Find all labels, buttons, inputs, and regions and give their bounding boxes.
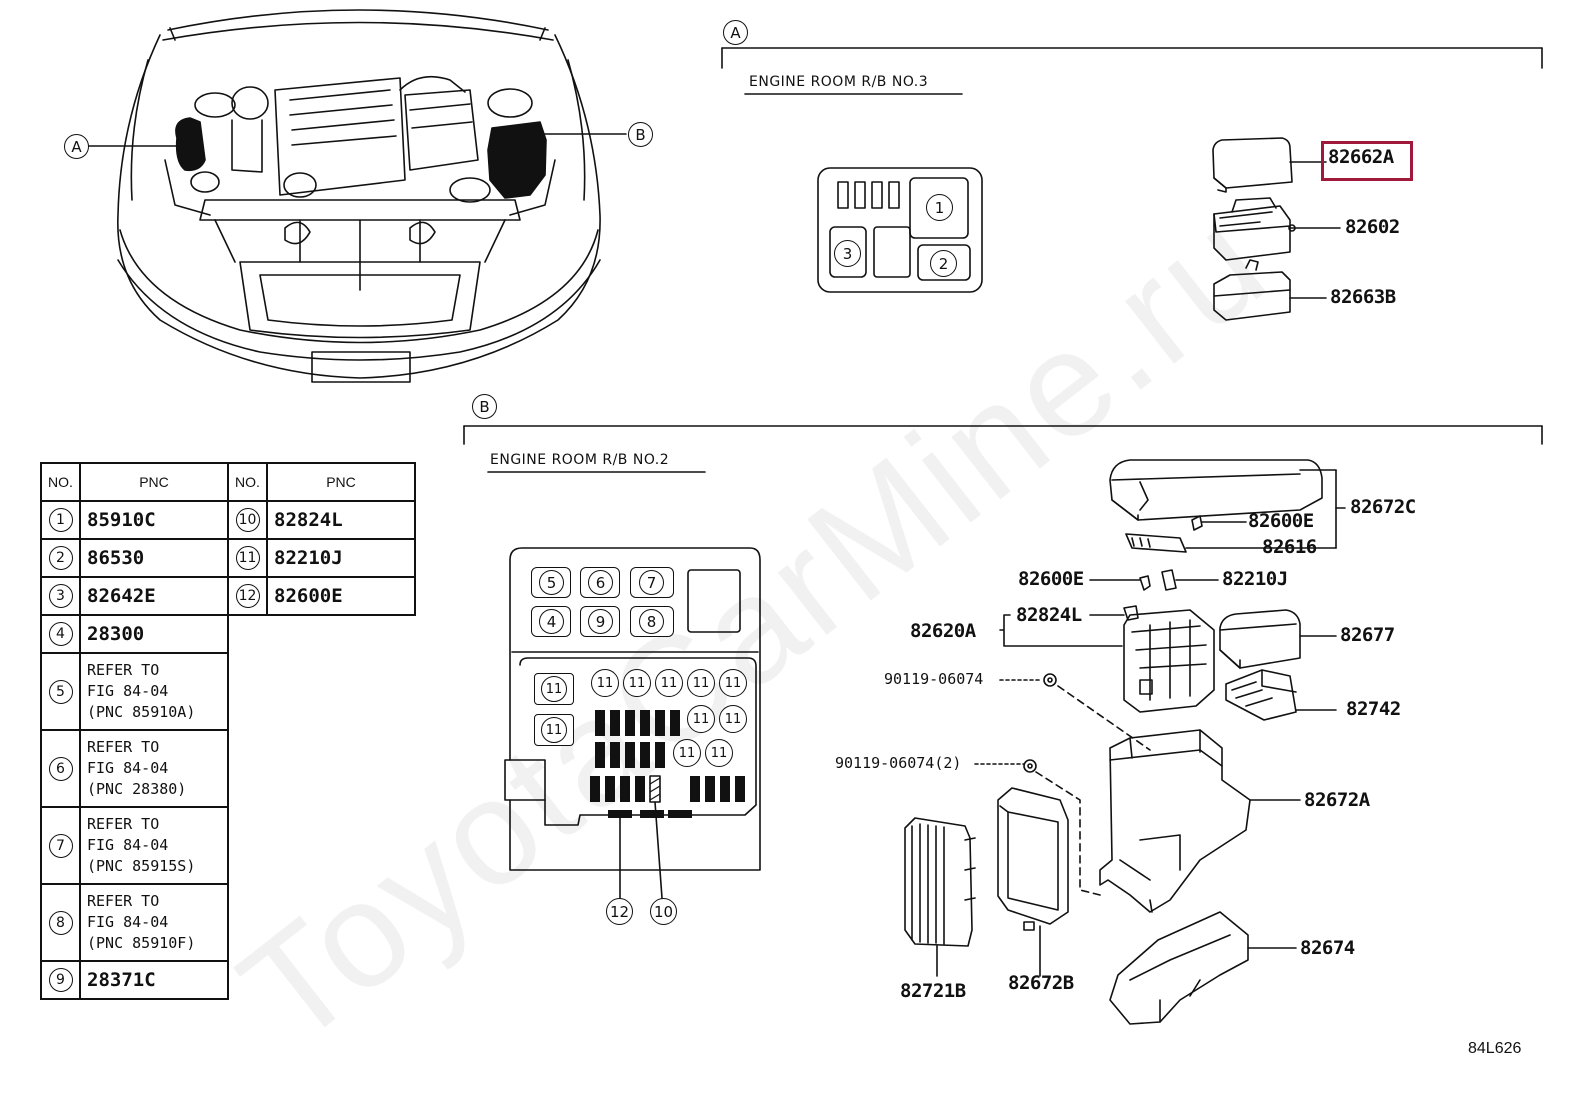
row-number-circle: 3 [48,584,73,608]
slot-8-circle: 8 [639,609,664,634]
row-pnc[interactable]: 28300 [79,614,229,654]
table-row: 1 85910C 10 82824L [40,500,416,540]
relay-box-no3-parts [1212,137,1341,321]
slot-2-circle: 2 [930,250,957,277]
part-82672A[interactable]: 82672A [1304,789,1370,811]
slot-10-circle: 10 [650,898,677,925]
slot-9-circle: 9 [588,609,613,634]
table-row: 2 86530 11 82210J [40,538,416,578]
table-row: 9 28371C [40,960,415,1000]
slot-3-circle: 3 [834,240,861,267]
row-number-circle: 2 [48,546,73,570]
slot-4-circle: 4 [539,609,564,634]
engine-bay-illustration [87,9,627,383]
figure-id: 84L626 [1468,1040,1522,1057]
pnc-table: NO. PNC NO. PNC 1 85910C 10 82824L 2 865… [40,462,416,1000]
part-82602[interactable]: 82602 [1345,216,1400,238]
relay-11-circle: 11 [623,669,651,697]
section-a-marker: A [723,20,748,45]
row-number-circle: 10 [235,508,260,532]
section-b-frame [463,425,1543,473]
part-82672C[interactable]: 82672C [1350,496,1416,518]
row-number-circle: 8 [48,910,73,935]
relay-box-no3 [817,167,983,293]
row-number-circle: 6 [48,756,73,781]
callout-b-circle: B [628,122,653,147]
row-number-circle: 4 [48,622,73,646]
relay-11-circle: 11 [719,669,747,697]
row-number-circle: 7 [48,833,73,858]
part-82672B[interactable]: 82672B [1008,972,1074,994]
table-row: 4 28300 [40,614,415,654]
table-header-no: NO. [227,462,268,502]
table-header-pnc: PNC [266,462,416,502]
relay-11-circle: 11 [687,705,715,733]
table-header-pnc: PNC [79,462,229,502]
row-pnc[interactable]: 82210J [266,538,416,578]
slot-5-circle: 5 [539,570,564,595]
part-82662A[interactable]: 82662A [1328,146,1394,168]
relay-11-circle: 11 [705,739,733,767]
relay-11-circle: 11 [655,669,683,697]
section-b-marker: B [472,394,497,419]
relay-box-no2-parts [904,459,1346,1025]
part-82721B[interactable]: 82721B [900,980,966,1002]
callout-a-circle: A [64,134,89,159]
slot-7-circle: 7 [639,570,664,595]
highlight-frame [1321,141,1413,181]
table-header-row: NO. PNC NO. PNC [40,462,416,502]
fuse-blocks [590,710,745,818]
relay-11-circle: 11 [541,676,567,702]
row-pnc[interactable]: 82824L [266,500,416,540]
relay-box-no2 [504,547,761,899]
row-pnc[interactable]: 82600E [266,576,416,616]
part-82620A[interactable]: 82620A [910,620,976,642]
row-number-circle: 1 [48,508,73,532]
table-header-no: NO. [40,462,81,502]
section-a-title: ENGINE ROOM R/B NO.3 [749,74,929,90]
section-a-frame [721,47,1543,95]
part-90119-06074[interactable]: 90119-06074 [884,670,984,688]
row-number-circle: 9 [48,968,73,992]
relay-11-circle: 11 [541,717,567,743]
slot-1-circle: 1 [926,194,953,221]
relay-11-circle: 11 [687,669,715,697]
row-pnc[interactable]: 28371C [79,960,229,1000]
part-82616[interactable]: 82616 [1262,536,1317,558]
relay-11-circle: 11 [591,669,619,697]
row-pnc[interactable]: 85910C [79,500,229,540]
part-82600E-top[interactable]: 82600E [1248,510,1314,532]
part-82600E[interactable]: 82600E [1018,568,1084,590]
row-pnc[interactable]: 82642E [79,576,229,616]
part-82674[interactable]: 82674 [1300,937,1355,959]
part-82824L[interactable]: 82824L [1016,604,1082,626]
slot-12-circle: 12 [606,898,633,925]
table-row: 3 82642E 12 82600E [40,576,416,616]
part-82742[interactable]: 82742 [1346,698,1401,720]
part-82210J[interactable]: 82210J [1222,568,1288,590]
part-82663B[interactable]: 82663B [1330,286,1396,308]
section-b-title: ENGINE ROOM R/B NO.2 [490,452,670,468]
row-number-circle: 5 [48,679,73,704]
row-number-circle: 12 [235,584,260,608]
part-90119-06074-2[interactable]: 90119-06074(2) [835,754,962,772]
row-number-circle: 11 [235,546,260,570]
row-pnc[interactable]: 86530 [79,538,229,578]
relay-11-circle: 11 [673,739,701,767]
slot-6-circle: 6 [588,570,613,595]
part-82677[interactable]: 82677 [1340,624,1395,646]
relay-11-circle: 11 [719,705,747,733]
